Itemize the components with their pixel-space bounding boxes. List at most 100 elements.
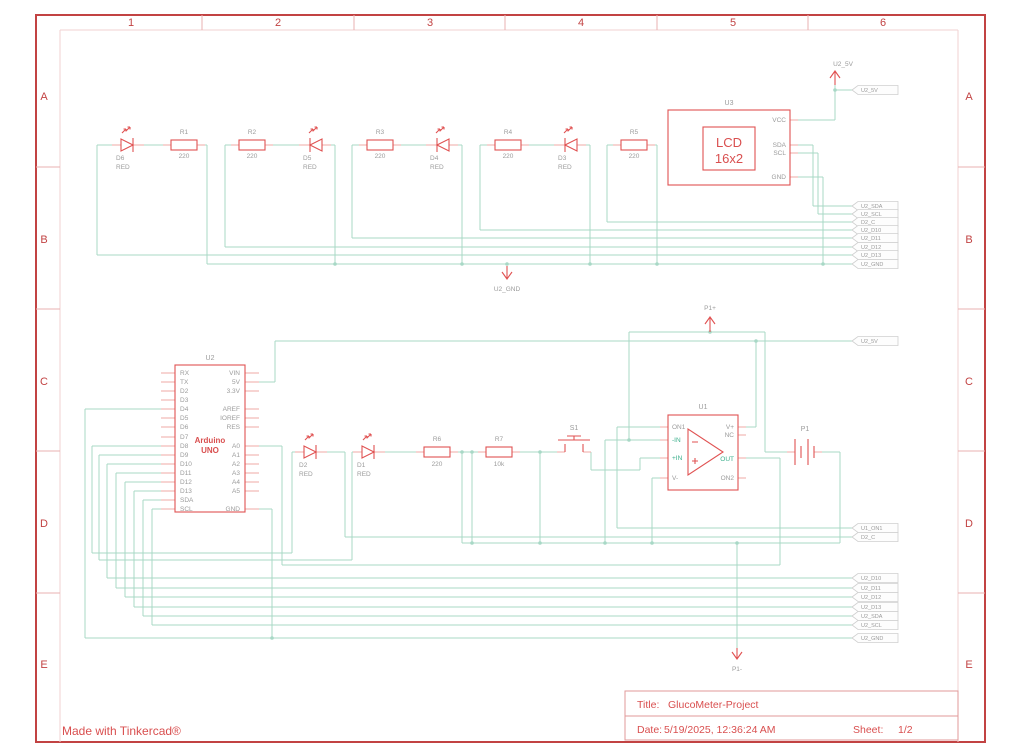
net-tag-label: U2_D10 — [861, 576, 881, 582]
arduino-pin-label: D9 — [180, 452, 189, 459]
resistor-ref-label: R7 — [495, 436, 504, 443]
arduino-pin-label: D12 — [180, 479, 192, 486]
frame-outer-border — [35, 14, 986, 743]
led-d4: D4 RED — [430, 126, 450, 171]
title-block: Title: GlucoMeter-Project Date: 5/19/202… — [624, 690, 959, 741]
led-symbol — [308, 126, 323, 152]
column-label: 6 — [880, 17, 886, 29]
led-value-label: RED — [116, 164, 130, 171]
arduino-pin-label: RES — [227, 424, 241, 431]
opamp-pin-label: ON1 — [672, 424, 686, 431]
net-tag-label: U2_SCL — [861, 212, 882, 218]
led-d6: D6 RED — [116, 126, 135, 171]
lcd-ref-label: U3 — [725, 100, 734, 107]
lcd-body — [667, 109, 791, 186]
column-label: 2 — [275, 17, 281, 29]
lcd-pin-label: VCC — [772, 117, 786, 124]
row-label-left: A — [40, 91, 48, 103]
arduino-pin-label: IOREF — [220, 415, 240, 422]
row-label-left: D — [40, 518, 48, 530]
net-tag-label: U2_5V — [861, 88, 878, 94]
power-flag-p1-plus: P1+ — [704, 305, 716, 332]
arduino-pin-label: D11 — [180, 470, 192, 477]
lcd-pin-label: SDA — [773, 142, 787, 149]
row-label-right: C — [965, 376, 973, 388]
opamp-pin-label: V- — [672, 475, 678, 482]
battery: P1 — [794, 426, 815, 465]
resistor-body — [494, 139, 522, 151]
resistor-value-label: 220 — [179, 153, 190, 160]
resistor-value-label: 220 — [629, 153, 640, 160]
net-tag-label: U1_ON1 — [861, 526, 882, 532]
opamp-triangle — [687, 427, 725, 477]
pushbutton-ref-label: S1 — [570, 425, 579, 432]
sheet-label: Sheet: — [853, 724, 883, 736]
net-tag-shape — [851, 259, 899, 269]
net-tag-shape — [851, 85, 899, 95]
net-tag-label: D2_C — [861, 220, 875, 226]
net-tag-shape — [851, 532, 899, 542]
arduino-name-line1: Arduino — [195, 436, 226, 445]
net-tag-shape — [851, 602, 899, 612]
resistor-ref-label: R2 — [248, 129, 257, 136]
frame: 1 2 3 4 5 6 A B C D E A B C D E — [35, 14, 986, 743]
led-symbol — [303, 433, 318, 459]
battery-symbol — [794, 439, 815, 465]
resistor-value-label: 10k — [494, 461, 505, 468]
net-tag-label: U2_D11 — [861, 236, 881, 242]
net-tag-label: U2_GND — [861, 636, 883, 642]
power-flag-label: P1- — [732, 666, 742, 673]
lcd-display-area — [702, 126, 756, 171]
net-tag-shape — [851, 250, 899, 260]
wires — [84, 85, 852, 648]
opamp-pin-label: OUT — [720, 456, 734, 463]
arduino-ref-label: U2 — [206, 355, 215, 362]
arduino-pin-label: RX — [180, 370, 190, 377]
arduino-pin-label: 3.3V — [227, 388, 241, 395]
arduino-pin-label: AREF — [223, 406, 240, 413]
led-ref-label: D3 — [558, 155, 567, 162]
net-tag-shape — [851, 336, 899, 346]
arduino-pin-label: D6 — [180, 424, 189, 431]
net-tag-label: U2_D11 — [861, 586, 881, 592]
net-tag-shape — [851, 620, 899, 630]
arduino-pin-label: GND — [226, 506, 241, 513]
resistor-r3: R3 220 — [366, 129, 394, 160]
led-d2: D2 RED — [299, 433, 318, 478]
title-value: GlucoMeter-Project — [668, 699, 759, 711]
opamp: U1 ON1 -IN +IN V- V+ NC OUT ON2 — [667, 404, 739, 491]
net-tag-shape — [851, 523, 899, 533]
resistor-body — [423, 446, 451, 458]
net-tags-bottom: U2_D10 U2_D11 U2_D12 U2_D13 U2_SDA U2_SC… — [851, 573, 899, 643]
arduino-pin-label: A1 — [232, 452, 240, 459]
arduino-uno: U2 Arduino UNO RX TX D2 D3 D4 D5 D6 D7 D… — [174, 355, 246, 513]
net-tag-shape — [851, 233, 899, 243]
led-value-label: RED — [303, 164, 317, 171]
resistor-ref-label: R1 — [180, 129, 189, 136]
title-label: Title: — [637, 699, 659, 711]
resistor-r6: R6 220 — [423, 436, 451, 468]
resistor-r5: R5 220 — [620, 129, 648, 160]
led-d3: D3 RED — [558, 126, 578, 171]
resistor-body — [620, 139, 648, 151]
arduino-pin-label: SCL — [180, 506, 193, 513]
net-tag-label: U2_5V — [861, 339, 878, 345]
arduino-pin-label: SDA — [180, 497, 194, 504]
row-label-right: B — [965, 234, 972, 246]
arduino-body — [174, 364, 246, 513]
opamp-pin-label: -IN — [672, 437, 681, 444]
date-label: Date: — [637, 724, 662, 736]
battery-ref-label: P1 — [801, 426, 810, 433]
arduino-pin-label: A0 — [232, 443, 240, 450]
arduino-pin-label: D5 — [180, 415, 189, 422]
date-value: 5/19/2025, 12:36:24 AM — [664, 724, 776, 736]
resistor-body — [366, 139, 394, 151]
arduino-pin-label: D13 — [180, 488, 192, 495]
net-tag-label: U2_GND — [861, 262, 883, 268]
ground-arrow-down-icon — [501, 266, 513, 280]
led-symbol — [563, 126, 578, 152]
net-tags-middle: U2_5V U1_ON1 D2_C — [851, 336, 899, 542]
net-tag-shape — [851, 573, 899, 583]
pushbutton-symbol — [558, 435, 590, 452]
arduino-pin-label: TX — [180, 379, 189, 386]
